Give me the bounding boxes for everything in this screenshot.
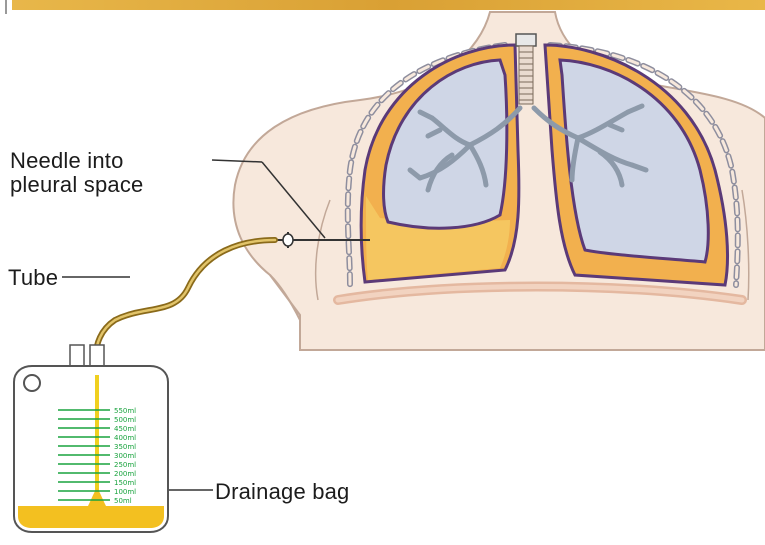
bag-scale-label: 400ml [114,434,136,442]
bag-scale-label: 300ml [114,452,136,460]
bag-scale-label: 200ml [114,470,136,478]
needle-label-line1: Needle into [10,149,124,173]
tube-label: Tube [8,266,58,290]
bag-scale-label: 500ml [114,416,136,424]
bag-scale-label: 450ml [114,425,136,433]
bag-scale-label: 100ml [114,488,136,496]
bag-scale-label: 50ml [114,497,132,505]
drainage-bag [14,345,168,532]
needle-label-line2: pleural space [10,173,143,197]
bag-scale-label: 250ml [114,461,136,469]
bag-scale-label: 550ml [114,407,136,415]
drainage-tube-inner [96,240,275,355]
bag-scale-label: 150ml [114,479,136,487]
trachea [516,34,536,104]
drainage-tube [96,240,275,355]
bag-scale-label: 350ml [114,443,136,451]
top-banner [12,0,765,10]
drainage-bag-label: Drainage bag [215,480,350,504]
